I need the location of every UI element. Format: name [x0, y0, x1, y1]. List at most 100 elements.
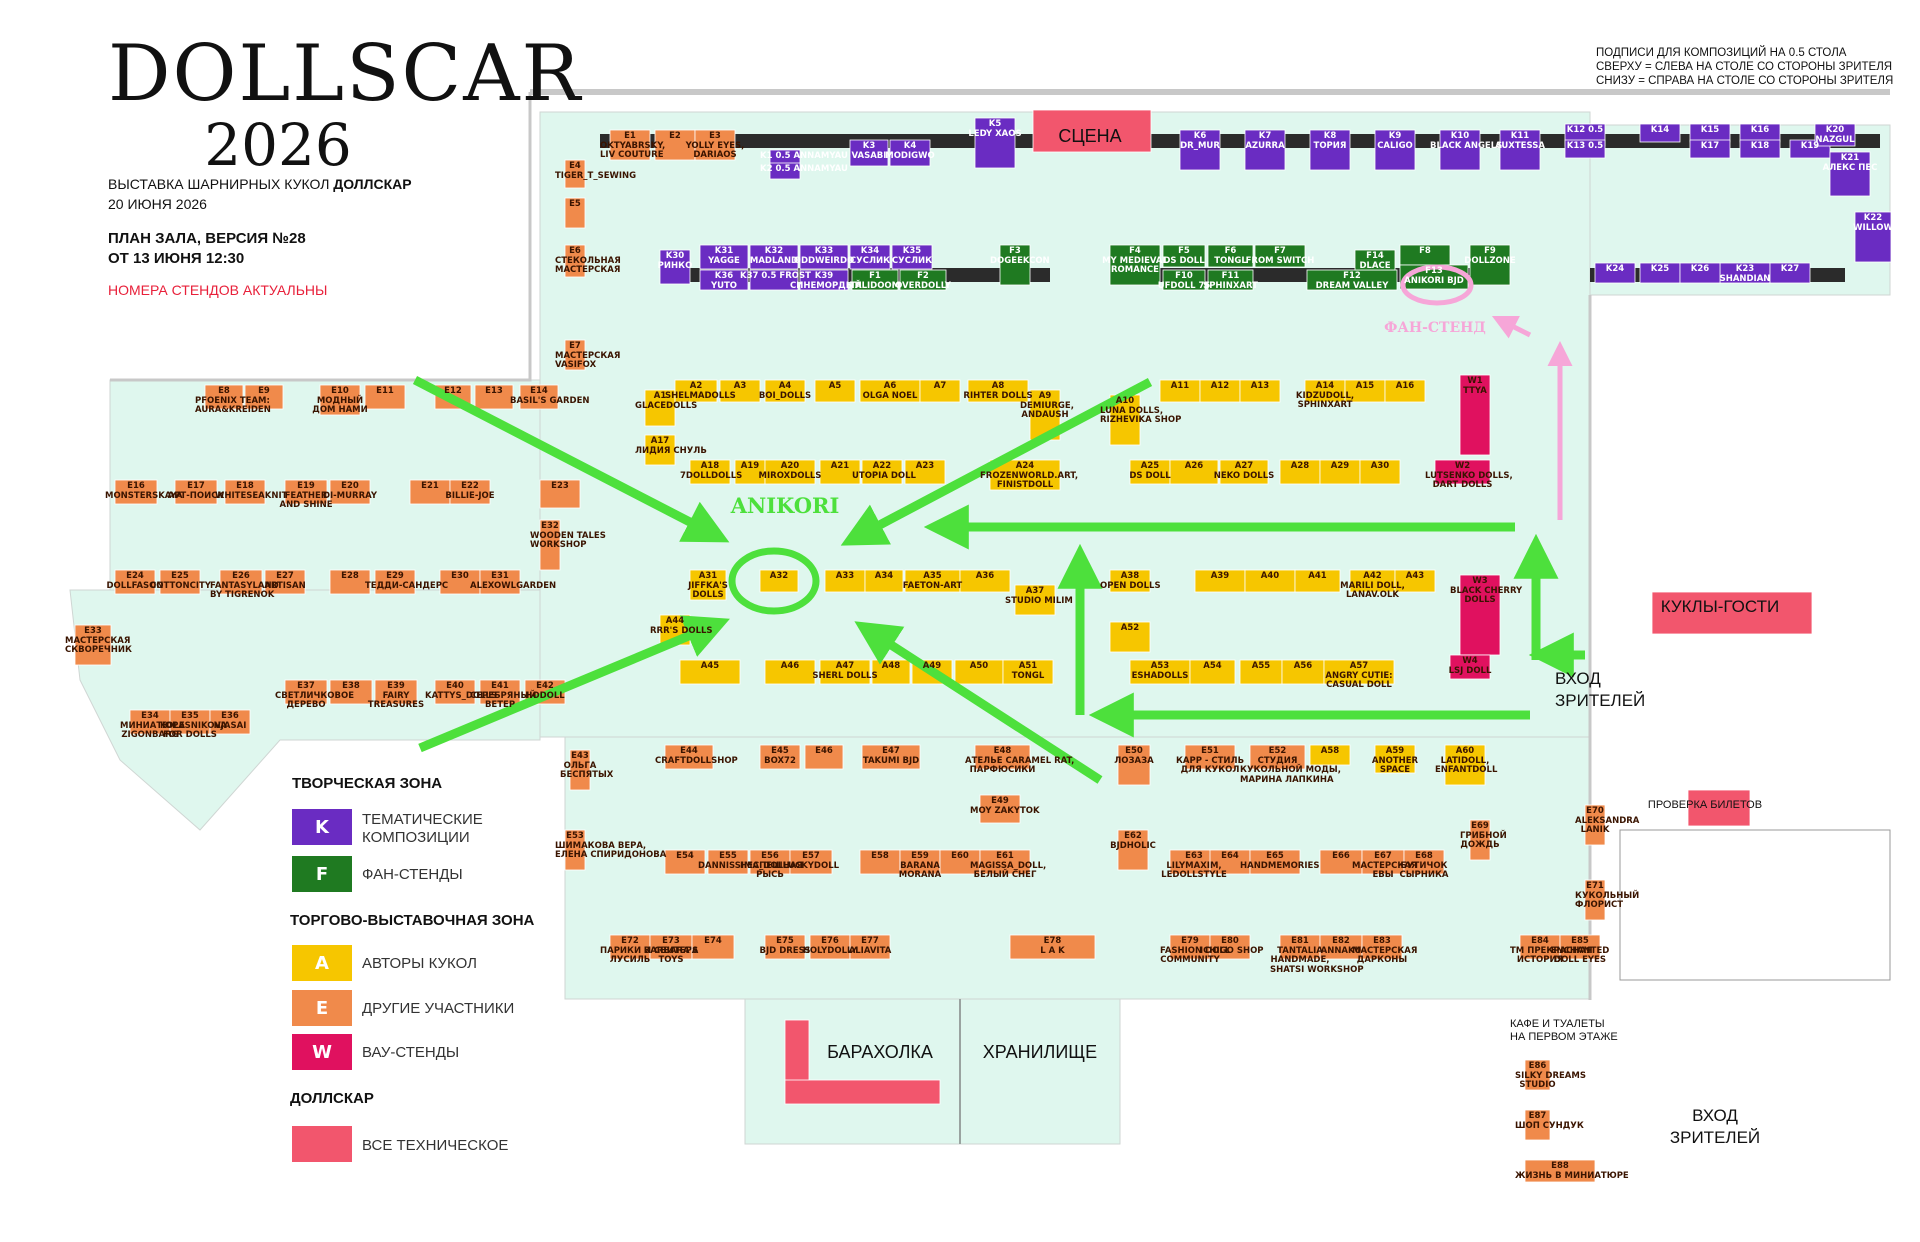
booth-k37-0-5-frost [749, 269, 799, 291]
booth-e85 [1559, 934, 1601, 960]
booth-label-a53: A53 ESHADOLLS [1131, 661, 1189, 681]
booth-e56 [749, 849, 791, 875]
booth-label-e41: E41 СЕРЕБРЯНЫЙ ВЕТЕР [470, 681, 537, 710]
booth-e23 [539, 479, 581, 509]
booth-a37 [1014, 584, 1056, 616]
booth-e55 [707, 849, 749, 875]
booth-label-e37: E37 СВЕТЛИЧКОВОЕ ДЕРЕВО [275, 681, 355, 710]
booth-k6 [1179, 129, 1221, 171]
booth-label-a12: A12 [1210, 381, 1230, 391]
plan-date: ОТ 13 ИЮНЯ 12:30 [108, 250, 245, 267]
booth-e25 [159, 569, 201, 595]
booth-e70 [1584, 804, 1606, 846]
booth-label-e80: E80 ICHIGO SHOP [1200, 936, 1264, 956]
event-date: 20 ИЮНЯ 2026 [108, 196, 207, 212]
booth-f10 [1162, 269, 1206, 291]
booth-e78 [1009, 934, 1096, 960]
booth-e38 [329, 679, 373, 705]
booth-a5 [814, 379, 856, 403]
booth-label-e11: E11 [376, 386, 394, 396]
booth-label-e49: E49 MOY ZAKYTOK [970, 796, 1040, 816]
booth-a13 [1239, 379, 1281, 403]
booth-label-a37: A37 STUDIO MILIM [1005, 586, 1073, 606]
booth-a30 [1359, 459, 1401, 485]
booth-label-e50: E50 ЛОЗАЗА [1114, 746, 1154, 766]
booth-label-e22: E22 BILLIE-JOE [445, 481, 495, 501]
booth-label-e27: E27 ARTISAN [264, 571, 306, 591]
booth-e5 [564, 197, 586, 229]
booth-label-a56: A56 [1293, 661, 1313, 671]
booth-e84 [1519, 934, 1561, 960]
booth-label-e73: E73 BARBARA'S TOYS [643, 936, 699, 965]
booth-e69 [1469, 819, 1491, 861]
arrow-from-left-top [412, 376, 730, 543]
booth-label-e13: E13 [485, 386, 503, 396]
booth-label-e30: E30 [451, 571, 469, 581]
booth-label-e23: E23 [551, 481, 569, 491]
booth-label-e85: E85 ENCHANTED DOLL EYES [1550, 936, 1610, 965]
legend-f-swatch: F [292, 856, 352, 892]
legend-f-label: ФАН-СТЕНДЫ [362, 866, 463, 883]
booth-k31 [699, 244, 749, 270]
booth-label-a42: A42 MARILI DOLL, LANAV.OLK [1340, 571, 1405, 600]
booth-label-f11: F11 SPHINXART [1203, 271, 1258, 291]
booth-label-e88: E88 ЖИЗНЬ В МИНИАТЮРЕ [1515, 1161, 1629, 1181]
booth-label-e32: E32 WOODEN TALES WORKSHOP [530, 521, 606, 550]
booth-e51 [1184, 744, 1236, 770]
booth-label-k26: K26 [1690, 264, 1710, 274]
booth-a58 [1309, 744, 1351, 766]
booth-a7 [919, 379, 961, 403]
booth-label-e61: E61 MAGISSA_DOLL, БЕЛЫЙ СНЕГ [970, 851, 1047, 880]
event-subtitle: ВЫСТАВКА ШАРНИРНЫХ КУКОЛ ДОЛЛСКАР [108, 176, 412, 192]
booth-e3 [694, 129, 736, 161]
booth-label-e64: E64 [1221, 851, 1239, 861]
booth-a38 [1109, 569, 1151, 593]
booth-label-e19: E19 FEATHER AND SHINE [279, 481, 333, 510]
legend-tech-swatch [292, 1126, 352, 1162]
booth-e11 [364, 384, 406, 410]
booth-a20 [764, 459, 816, 485]
booth-a16 [1384, 379, 1426, 403]
booth-label-a7: A7 [933, 381, 947, 391]
legend-creative-title: ТВОРЧЕСКАЯ ЗОНА [292, 775, 443, 792]
anikori-highlight-circle [728, 547, 820, 615]
ticket-check-area [1687, 789, 1751, 827]
booth-label-a13: A13 [1250, 381, 1270, 391]
booth-label-a34: A34 [874, 571, 894, 581]
booth-label-a29: A29 [1330, 461, 1350, 471]
booth-label-a54: A54 [1203, 661, 1222, 671]
booth-label-f6: F6 TONGL [1214, 246, 1247, 266]
booth-label-f10: F10 UFDOLL 75 [1157, 271, 1211, 291]
booth-a23 [904, 459, 946, 485]
booth-label-e58: E58 [871, 851, 889, 861]
booth-label-e59: E59 BARANA MORANA [898, 851, 942, 880]
booth-a28 [1279, 459, 1321, 485]
booth-label-w3: W3 BLACK CHERRY DOLLS [1450, 576, 1523, 605]
booth-a31 [689, 569, 727, 601]
booth-label-e81: E81 TANTALIA HANDMADE, SHATSI WORKSHOP [1270, 936, 1364, 975]
booth-label-k4: K4 MODIGWO [885, 141, 935, 161]
booth-label-a22: A22 UTOPIA DOLL [852, 461, 916, 481]
booth-label-a18: A18 7DOLLDOLLS [680, 461, 743, 481]
booth-e19 [284, 479, 328, 505]
booth-label-e8: E8 PFOENIX TEAM: AURA&KREIDEN [195, 386, 271, 415]
booth-label-k13-0-5: K13 0.5 [1566, 141, 1604, 151]
booth-label-a5: A5 [828, 381, 842, 391]
booth-label-e79: E79 FASHION DOLL COMMUNITY [1160, 936, 1231, 965]
booth-label-e3: E3 YOLLY EYES, DARIAOS [685, 131, 745, 160]
booth-e48 [974, 744, 1031, 770]
booth-label-f14: F14 DLACE [1359, 251, 1391, 271]
booth-w1 [1459, 374, 1491, 456]
booth-e24 [114, 569, 156, 595]
booth-f4 [1109, 244, 1161, 286]
booth-label-e60: E60 [951, 851, 969, 861]
booth-label-a19: A19 [740, 461, 760, 471]
booth-label-e26: E26 FANTASYLAND BY TIGRENOK [210, 571, 279, 600]
booth-label-e21: E21 [421, 481, 439, 491]
booth-label-a55: A55 [1251, 661, 1271, 671]
entrance-label-1: ВХОД ЗРИТЕЛЕЙ [1555, 669, 1646, 710]
booth-label-a3: A3 [733, 381, 747, 391]
legend-e-swatch: E [292, 990, 352, 1026]
booth-label-e47: E47 TAKUMI BJD [862, 746, 920, 766]
